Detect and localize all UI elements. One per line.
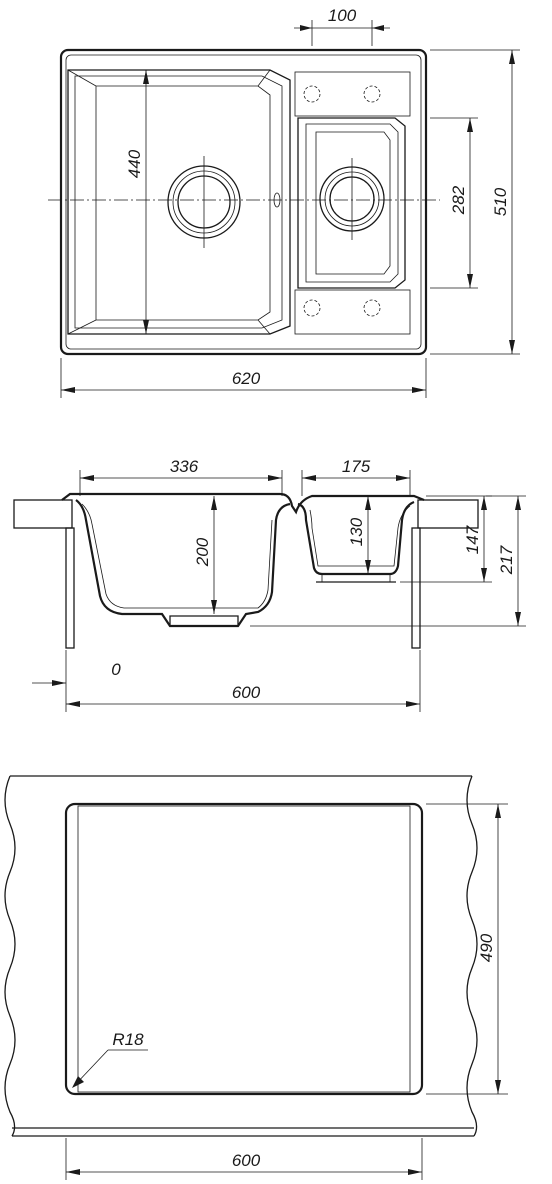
dim-490: 490 [426, 803, 508, 1095]
tap-hole-icon [303, 85, 321, 103]
dim-282: 282 [430, 117, 478, 289]
dim-620-text: 620 [232, 369, 261, 388]
sink-profile [61, 492, 425, 628]
sink-inner-rim [65, 54, 422, 350]
dim-130: 130 [347, 496, 371, 574]
dim-175: 175 [301, 457, 411, 496]
dim-282-text: 282 [449, 185, 468, 215]
dim-490-text: 490 [477, 933, 496, 962]
sink-outer-rim [59, 48, 428, 356]
cutout-rectangle [64, 802, 424, 1096]
top-view: 620 510 282 440 [48, 6, 520, 398]
dim-100: 100 [294, 6, 390, 46]
countertop-outline [4, 775, 478, 1137]
dim-175-text: 175 [342, 457, 371, 476]
tap-hole-icon [363, 85, 381, 103]
dim-147-text: 147 [463, 525, 482, 554]
big-bowl-outline [67, 69, 291, 335]
dim-r18-text: R18 [112, 1030, 144, 1049]
dim-336-text: 336 [170, 457, 199, 476]
dim-217-text: 217 [497, 545, 516, 575]
dim-440-text: 440 [125, 149, 144, 178]
dim-100-text: 100 [328, 6, 357, 25]
dim-336: 336 [79, 457, 283, 496]
cabinet-wall-left [65, 527, 75, 649]
dim-510: 510 [430, 49, 520, 355]
dim-0: 0 [32, 650, 121, 712]
dim-0-text: 0 [111, 660, 121, 679]
dim-600-cabinet-text: 600 [232, 683, 261, 702]
dim-600-cabinet: 600 [66, 650, 421, 712]
small-bowl-outline [297, 117, 406, 289]
tap-hole-icon [363, 299, 381, 317]
dim-200: 200 [193, 496, 217, 614]
dim-600-cutout: 600 [65, 1138, 423, 1180]
tap-hole-pads [294, 71, 411, 335]
countertop-right [417, 499, 479, 529]
countertop-left [13, 499, 73, 529]
dim-r18: R18 [72, 1030, 148, 1088]
cabinet-wall-right [411, 527, 421, 649]
tap-hole-icon [303, 299, 321, 317]
small-bowl-drain [319, 158, 385, 240]
big-bowl-drain [167, 156, 241, 248]
dim-130-text: 130 [347, 517, 366, 546]
section-view: 336 175 200 130 [13, 457, 526, 712]
dim-620: 620 [60, 358, 427, 398]
cutout-inner-line [77, 805, 411, 1093]
dim-600-cutout-text: 600 [232, 1151, 261, 1170]
cutout-view: R18 490 600 [4, 775, 508, 1180]
dim-217: 217 [250, 495, 526, 627]
dim-510-text: 510 [491, 187, 510, 216]
dim-147: 147 [400, 495, 492, 583]
dim-440: 440 [125, 70, 149, 334]
dim-200-text: 200 [193, 537, 212, 567]
